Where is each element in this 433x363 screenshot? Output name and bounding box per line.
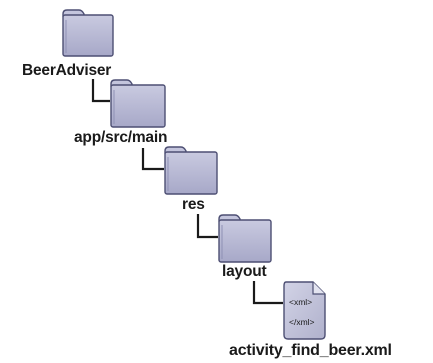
connector-line [196,214,218,239]
folder-label-app-src-main: app/src/main [74,129,168,146]
xml-file-icon: <xml> </xml> [283,281,326,340]
folder-icon [110,79,166,128]
file-label-activity-find-beer: activity_find_beer.xml [229,342,392,359]
xml-close-tag: </xml> [289,317,315,327]
folder-label-res: res [182,196,205,213]
folder-icon [218,214,272,263]
folder-icon [164,146,218,195]
folder-icon [62,9,114,57]
xml-open-tag: <xml> [289,297,312,307]
folder-label-layout: layout [222,263,267,280]
connector-line [252,281,283,305]
connector-line [91,79,110,103]
connector-line [141,148,164,171]
folder-label-beeradviser: BeerAdviser [22,62,112,79]
